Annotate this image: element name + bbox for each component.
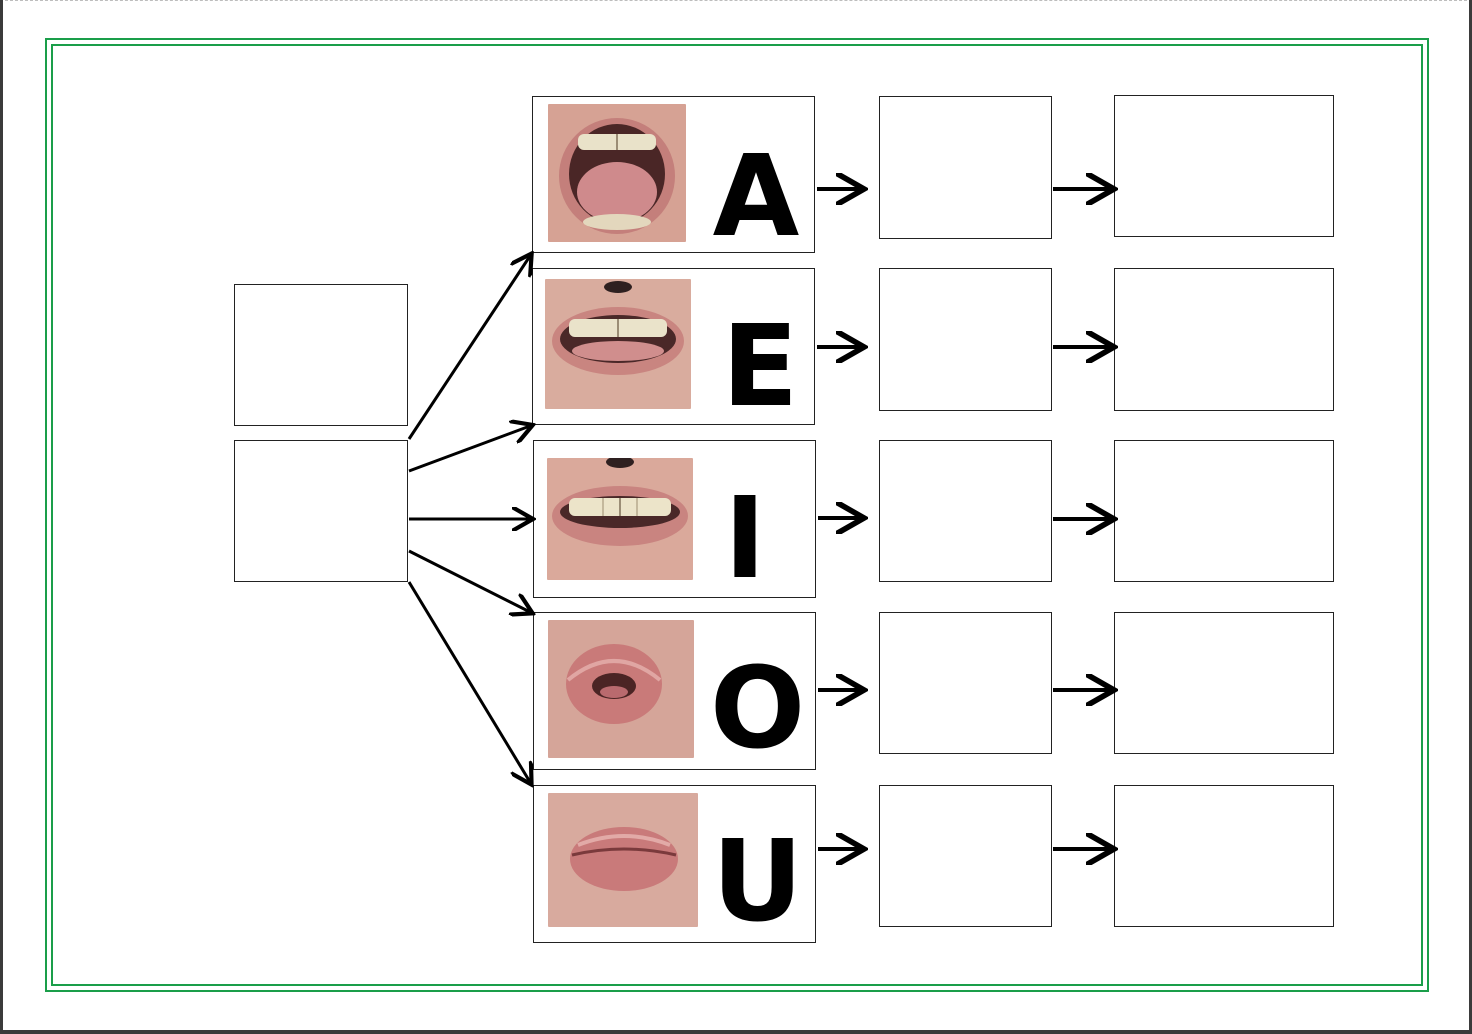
blank-box-source[interactable] [234, 440, 408, 582]
outer-frame [45, 38, 1429, 992]
vowel-card-o: O [533, 612, 816, 770]
page-top-edge [0, 0, 1472, 1]
vowel-letter-a: A [712, 132, 800, 262]
blank-box-u-1[interactable] [879, 785, 1052, 927]
blank-box-i-2[interactable] [1114, 440, 1334, 582]
arrow-source-to-o [408, 549, 530, 612]
arrow-source-to-a [407, 256, 530, 440]
mouth-image-u [548, 793, 698, 927]
blank-box-e-1[interactable] [879, 268, 1052, 411]
mouth-image-o [548, 620, 694, 758]
blank-box-u-2[interactable] [1114, 785, 1334, 927]
vowel-card-a: A [532, 96, 815, 253]
mouth-image-i [547, 458, 693, 580]
page-left-edge [0, 0, 3, 1034]
vowel-letter-o: O [710, 644, 806, 774]
blank-box-i-1[interactable] [879, 440, 1052, 582]
vowel-letter-u: U [712, 817, 803, 947]
arrow-source-to-u [407, 581, 530, 782]
vowel-letter-i: I [724, 474, 766, 604]
page-bottom-edge [0, 1030, 1472, 1034]
arrow-source-to-e [408, 426, 530, 473]
page-right-edge [1469, 0, 1472, 1034]
blank-box-o-1[interactable] [879, 612, 1052, 754]
blank-box-o-2[interactable] [1114, 612, 1334, 754]
mouth-image-a [548, 104, 686, 242]
vowel-card-u: U [533, 785, 816, 943]
vowel-card-e: E [532, 268, 815, 425]
blank-box-top-left[interactable] [234, 284, 408, 426]
blank-box-a-2[interactable] [1114, 95, 1334, 237]
inner-frame [51, 44, 1423, 986]
blank-box-a-1[interactable] [879, 96, 1052, 239]
vowel-letter-e: E [721, 302, 799, 432]
mouth-image-e [545, 279, 691, 409]
vowel-card-i: I [533, 440, 816, 598]
